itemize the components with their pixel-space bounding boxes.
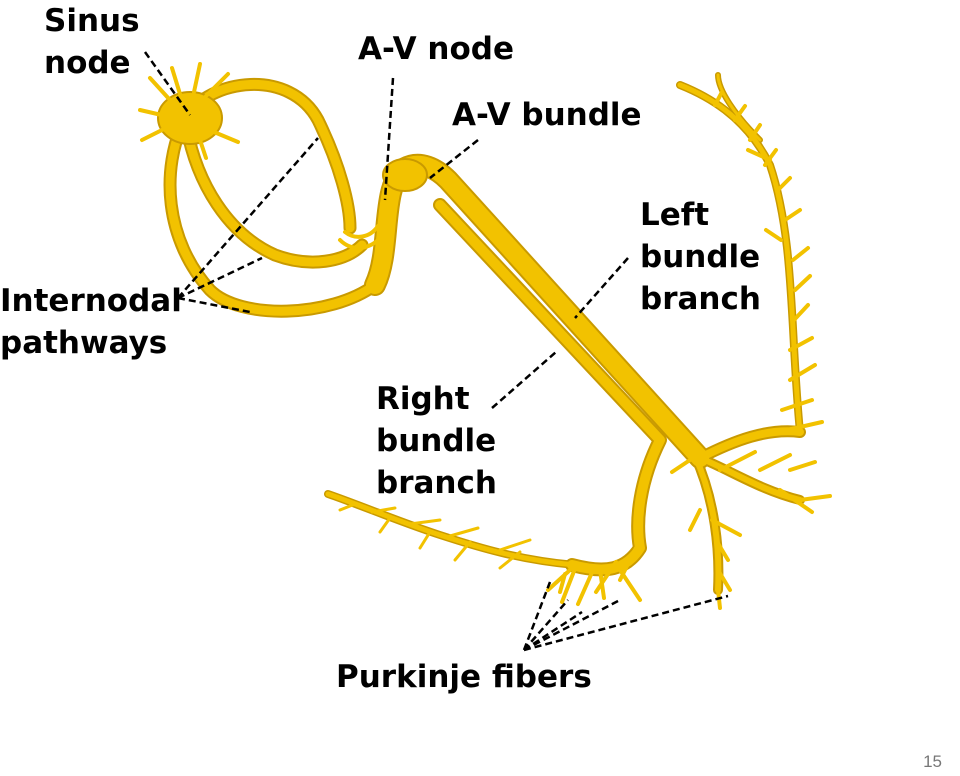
left-branch-apical <box>677 82 803 435</box>
purkinje-fibers-right <box>338 502 532 570</box>
sinus-node-leader <box>143 51 192 116</box>
purkinje-fibers-apex <box>546 458 742 610</box>
sinus-node-label-line-2: node <box>44 45 131 81</box>
av-node-leader <box>383 77 395 201</box>
left-bundle-branch-label: Left bundle branch <box>640 194 761 320</box>
internodal-leader-3 <box>177 296 251 314</box>
purkinje-fibers-left <box>713 90 832 514</box>
purkinje-leader-5 <box>523 594 729 652</box>
internodal-pathways-label-line-1: Internodal <box>0 283 182 319</box>
purkinje-fibers-label: Purkinje fibers <box>336 659 592 695</box>
conduction-system <box>138 62 832 610</box>
internodal-leader-2 <box>177 256 263 300</box>
left-bundle-branch-label-line-3: branch <box>640 281 761 317</box>
right-bundle-branch-label: Right bundle branch <box>376 378 497 504</box>
purkinje-leader-3 <box>523 610 583 652</box>
av-node-shape <box>382 158 428 192</box>
conduction-outline <box>163 72 806 595</box>
conduction-fill <box>165 73 804 593</box>
internodal-pathway-posterior <box>165 113 380 316</box>
right-bundle-branch-leader <box>491 351 557 409</box>
internodal-pathways-label: Internodal pathways <box>0 280 182 364</box>
page-number: 15 <box>923 752 942 771</box>
right-bundle-branch-label-line-3: branch <box>376 465 497 501</box>
purkinje-leader-4 <box>523 598 621 652</box>
av-node-loops <box>338 224 384 250</box>
purkinje-leader-1 <box>522 581 552 651</box>
left-bundle-branch-leader <box>574 257 629 319</box>
sinus-node-label: Sinus node <box>44 0 140 84</box>
internodal-pathway-middle <box>180 113 367 267</box>
sinus-node-dendrites <box>138 62 240 160</box>
internodal-pathway-anterior <box>180 80 355 233</box>
right-branch-septal <box>325 491 578 568</box>
right-bundle-branch-label-line-1: Right <box>376 381 470 417</box>
internodal-leader-1 <box>177 137 319 299</box>
right-bundle-branch-label-line-2: bundle <box>376 423 497 459</box>
internodal-pathways-label-line-2: pathways <box>0 325 168 361</box>
sinus-node-shape <box>157 91 223 145</box>
left-bundle-branch-label-line-2: bundle <box>640 239 761 275</box>
sinus-node-label-line-1: Sinus <box>44 3 140 39</box>
av-node-label: A-V node <box>358 31 514 67</box>
av-bundle-label: A-V bundle <box>452 97 642 133</box>
leader-lines <box>143 51 729 652</box>
purkinje-leader-2 <box>523 599 569 651</box>
left-branch-lower <box>692 453 722 593</box>
left-bundle-branch-label-line-1: Left <box>640 197 710 233</box>
